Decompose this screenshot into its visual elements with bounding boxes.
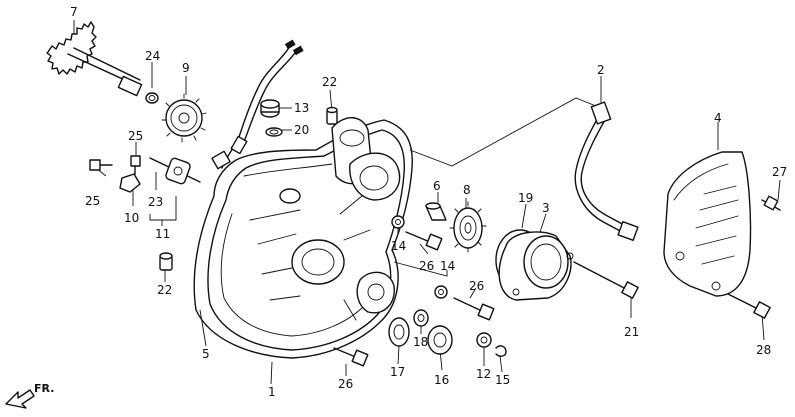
callout-13: 13 (294, 101, 309, 115)
callout-11: 11 (155, 227, 170, 241)
bolt-25-left-part (89, 159, 113, 171)
callout-26: 26 (419, 259, 434, 273)
callout-3: 3 (542, 201, 550, 215)
screw-25-upper-part (130, 155, 141, 175)
callout-19: 19 (518, 191, 533, 205)
callout-2: 2 (597, 63, 605, 77)
sprocket-cover-4-part (663, 151, 752, 297)
oil-seal-17-part (388, 317, 410, 347)
kick-spindle-part (46, 21, 143, 97)
collar-6-part (425, 202, 447, 221)
callout-25: 25 (85, 194, 100, 208)
callout-4: 4 (714, 111, 722, 125)
gear-8-part (449, 201, 487, 253)
bolt-26-lower-part (333, 347, 369, 367)
gear-9-part (161, 93, 207, 143)
callout-23: 23 (148, 195, 163, 209)
callout-26: 26 (338, 377, 353, 391)
pin-18-part (413, 309, 429, 327)
circlip-part (145, 92, 159, 104)
callout-25: 25 (128, 129, 143, 143)
long-bolt-21-part (573, 261, 639, 299)
callout-26: 26 (469, 279, 484, 293)
callout-27: 27 (772, 165, 787, 179)
callout-6: 6 (433, 179, 441, 193)
callout-18: 18 (413, 335, 428, 349)
callout-20: 20 (294, 123, 309, 137)
callout-24: 24 (145, 49, 160, 63)
shaft-23-part (149, 157, 201, 185)
callout-22: 22 (157, 283, 172, 297)
wire-clamp-2-part (574, 101, 639, 242)
gasket-5-part (193, 119, 413, 359)
dowel-pin-lower-part (159, 252, 173, 271)
callout-1: 1 (268, 385, 276, 399)
callout-9: 9 (182, 61, 190, 75)
callout-12: 12 (476, 367, 491, 381)
dowel-pin-upper-part (326, 106, 338, 125)
callout-10: 10 (124, 211, 139, 225)
callout-14: 14 (391, 239, 406, 253)
bolt-26-upper-part (405, 231, 443, 251)
callout-15: 15 (495, 373, 510, 387)
oil-seal-16-part (427, 325, 453, 355)
callout-21: 21 (624, 325, 639, 339)
bolt-28-part (727, 293, 771, 319)
washer-14-upper-part (391, 215, 405, 229)
bolt-26-middle-part (453, 297, 495, 321)
callout-7: 7 (70, 5, 78, 19)
callout-22: 22 (322, 75, 337, 89)
washer-12-part (476, 332, 492, 348)
callout-14: 14 (440, 259, 455, 273)
callout-8: 8 (463, 183, 471, 197)
callout-28: 28 (756, 343, 771, 357)
callout-16: 16 (434, 373, 449, 387)
clip-15-part (495, 345, 507, 357)
front-direction-label: FR. (34, 382, 54, 395)
crankcase-cover-part (207, 117, 405, 351)
callout-17: 17 (390, 365, 405, 379)
clamp-10-part (119, 173, 141, 193)
plug-part (260, 99, 280, 118)
callout-numbers: 7 24 9 22 13 20 2 4 25 25 10 23 11 6 8 1… (70, 5, 787, 399)
callout-5: 5 (202, 347, 210, 361)
wire-harness-part (211, 39, 304, 170)
bolt-27-part (761, 195, 781, 211)
leader-lines (73, 20, 781, 385)
washer-14-lower-part (434, 285, 448, 299)
o-ring-part (265, 127, 283, 137)
cap-3-part (498, 231, 574, 301)
front-direction-indicator: FR. (5, 382, 54, 409)
